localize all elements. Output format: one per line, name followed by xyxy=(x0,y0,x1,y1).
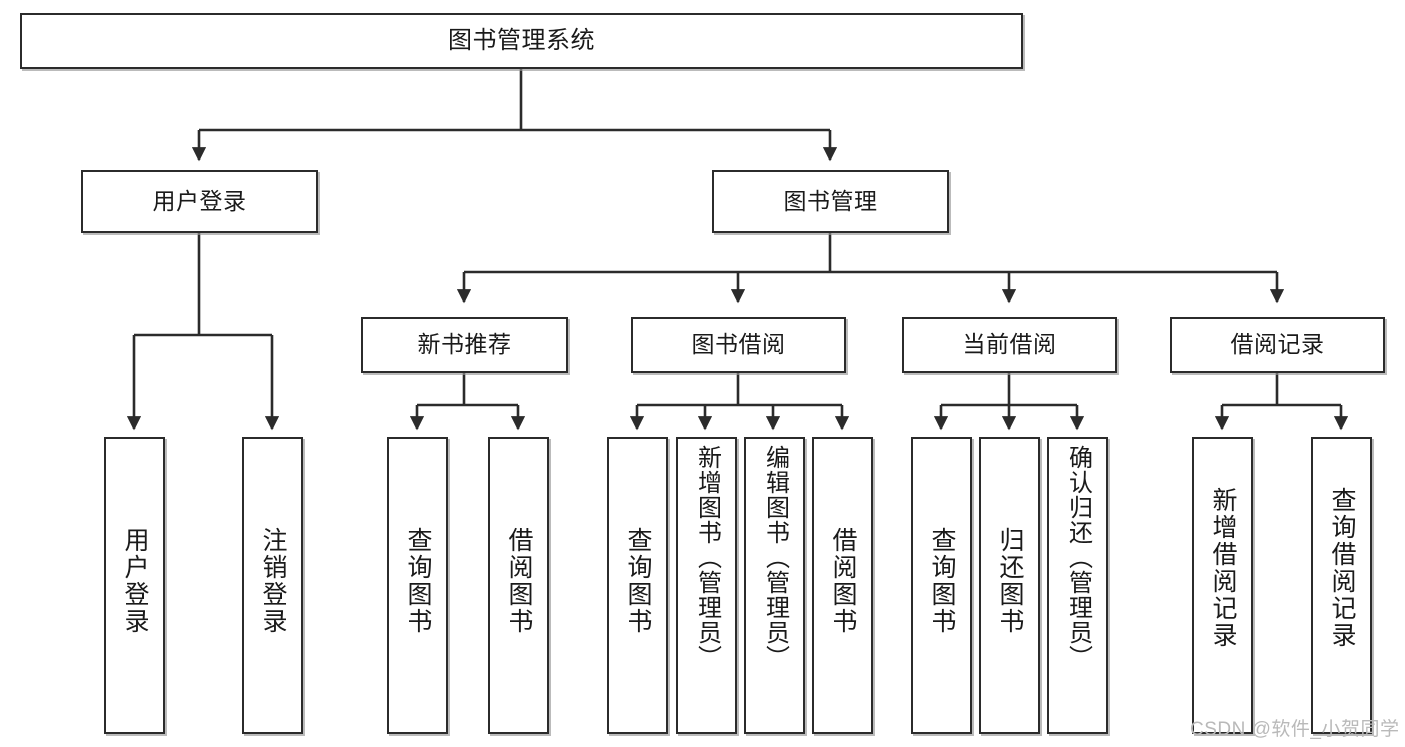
leaf-add-book-admin[interactable]: 新增图书（管理员） xyxy=(676,437,737,734)
node-book-borrow[interactable]: 图书借阅 xyxy=(631,317,846,373)
node-root-label: 图书管理系统 xyxy=(448,26,595,54)
leaf-query-book-1-label: 查询图书 xyxy=(404,527,432,635)
csdn-watermark: CSDN @软件_小贺同学 xyxy=(1190,719,1400,740)
leaf-query-borrow-record-label: 查询借阅记录 xyxy=(1328,487,1356,649)
leaf-logout-login-label: 注销登录 xyxy=(259,527,287,635)
node-root[interactable]: 图书管理系统 xyxy=(20,13,1023,69)
leaf-edit-book-admin-label: 编辑图书（管理员） xyxy=(761,445,789,670)
node-new-book-recommend[interactable]: 新书推荐 xyxy=(361,317,568,373)
leaf-add-book-admin-label: 新增图书（管理员） xyxy=(693,445,721,670)
node-user-login[interactable]: 用户登录 xyxy=(81,170,318,233)
node-current-borrow[interactable]: 当前借阅 xyxy=(902,317,1117,373)
leaf-query-borrow-record[interactable]: 查询借阅记录 xyxy=(1311,437,1372,734)
leaf-logout-login[interactable]: 注销登录 xyxy=(242,437,303,734)
leaf-add-borrow-record-label: 新增借阅记录 xyxy=(1209,487,1237,649)
leaf-edit-book-admin[interactable]: 编辑图书（管理员） xyxy=(744,437,805,734)
leaf-query-book-2-label: 查询图书 xyxy=(624,527,652,635)
leaf-query-book-3-label: 查询图书 xyxy=(928,527,956,635)
leaf-query-book-2[interactable]: 查询图书 xyxy=(607,437,668,734)
node-user-login-label: 用户登录 xyxy=(152,187,247,214)
leaf-return-book[interactable]: 归还图书 xyxy=(979,437,1040,734)
leaf-query-book-3[interactable]: 查询图书 xyxy=(911,437,972,734)
node-book-borrow-label: 图书借阅 xyxy=(691,331,786,358)
leaf-add-borrow-record[interactable]: 新增借阅记录 xyxy=(1192,437,1253,734)
node-new-book-recommend-label: 新书推荐 xyxy=(417,331,512,358)
leaf-query-book-1[interactable]: 查询图书 xyxy=(387,437,448,734)
leaf-user-login-label: 用户登录 xyxy=(121,527,149,635)
leaf-borrow-book-2-label: 借阅图书 xyxy=(829,527,857,635)
leaf-borrow-book-1[interactable]: 借阅图书 xyxy=(488,437,549,734)
leaf-borrow-book-2[interactable]: 借阅图书 xyxy=(812,437,873,734)
node-book-manage-label: 图书管理 xyxy=(783,187,878,214)
leaf-return-book-label: 归还图书 xyxy=(996,527,1024,635)
node-borrow-record[interactable]: 借阅记录 xyxy=(1170,317,1385,373)
leaf-confirm-return-admin-label: 确认归还（管理员） xyxy=(1064,445,1092,670)
leaf-borrow-book-1-label: 借阅图书 xyxy=(505,527,533,635)
node-book-manage[interactable]: 图书管理 xyxy=(712,170,949,233)
node-borrow-record-label: 借阅记录 xyxy=(1230,331,1325,358)
leaf-confirm-return-admin[interactable]: 确认归还（管理员） xyxy=(1047,437,1108,734)
node-current-borrow-label: 当前借阅 xyxy=(962,331,1057,358)
leaf-user-login[interactable]: 用户登录 xyxy=(104,437,165,734)
